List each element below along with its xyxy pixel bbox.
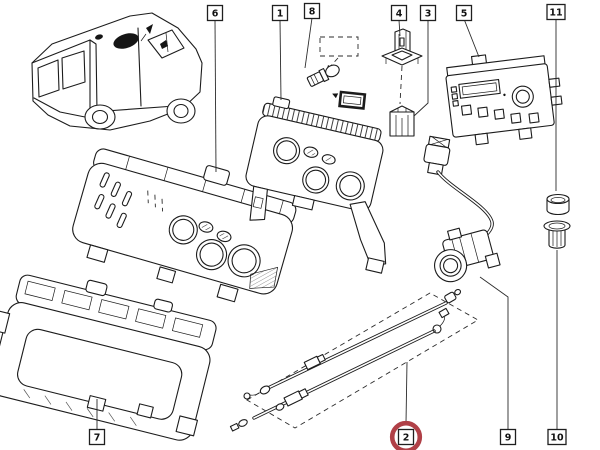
selected-part-highlight-ring <box>389 420 423 450</box>
callout-10[interactable]: 10 <box>547 428 567 446</box>
part-heater-control-panel <box>72 148 297 303</box>
part-mounting-frame <box>0 274 217 441</box>
callout-4[interactable]: 4 <box>390 4 408 22</box>
callout-6[interactable]: 6 <box>206 4 224 22</box>
part-electronic-climate-unit <box>445 54 563 146</box>
callout-11[interactable]: 11 <box>546 3 566 21</box>
van-illustration <box>31 12 203 131</box>
part-illumination-bulb <box>306 36 367 110</box>
callout-10-label: 10 <box>550 433 564 444</box>
roof-location-mark <box>113 33 139 49</box>
callout-8[interactable]: 8 <box>303 2 321 20</box>
callout-9[interactable]: 9 <box>499 428 517 446</box>
part-control-cables <box>229 288 479 432</box>
callout-9-label: 9 <box>505 433 512 444</box>
callout-1[interactable]: 1 <box>271 4 289 22</box>
callout-7-label: 7 <box>94 433 101 444</box>
callout-7[interactable]: 7 <box>88 428 106 446</box>
callout-5[interactable]: 5 <box>455 4 473 22</box>
bulb-lens <box>338 90 367 110</box>
callout-6-label: 6 <box>212 9 219 20</box>
part-actuator-with-cable <box>423 135 501 283</box>
part-blower-switch <box>381 28 423 66</box>
part-switch-socket <box>389 105 415 137</box>
callout-5-label: 5 <box>461 9 468 20</box>
part-grommet <box>543 220 571 249</box>
leader-lines <box>96 17 558 430</box>
callout-1-label: 1 <box>277 9 284 20</box>
callout-11-label: 11 <box>549 8 562 19</box>
part-control-panel-manual <box>245 96 387 274</box>
callout-2[interactable]: 2 <box>389 420 423 450</box>
part-cap <box>546 193 570 216</box>
callout-8-label: 8 <box>309 7 316 18</box>
callout-3[interactable]: 3 <box>419 4 437 22</box>
callout-3-label: 3 <box>425 9 432 20</box>
callout-4-label: 4 <box>396 9 403 20</box>
callout-2-label: 2 <box>403 433 410 444</box>
